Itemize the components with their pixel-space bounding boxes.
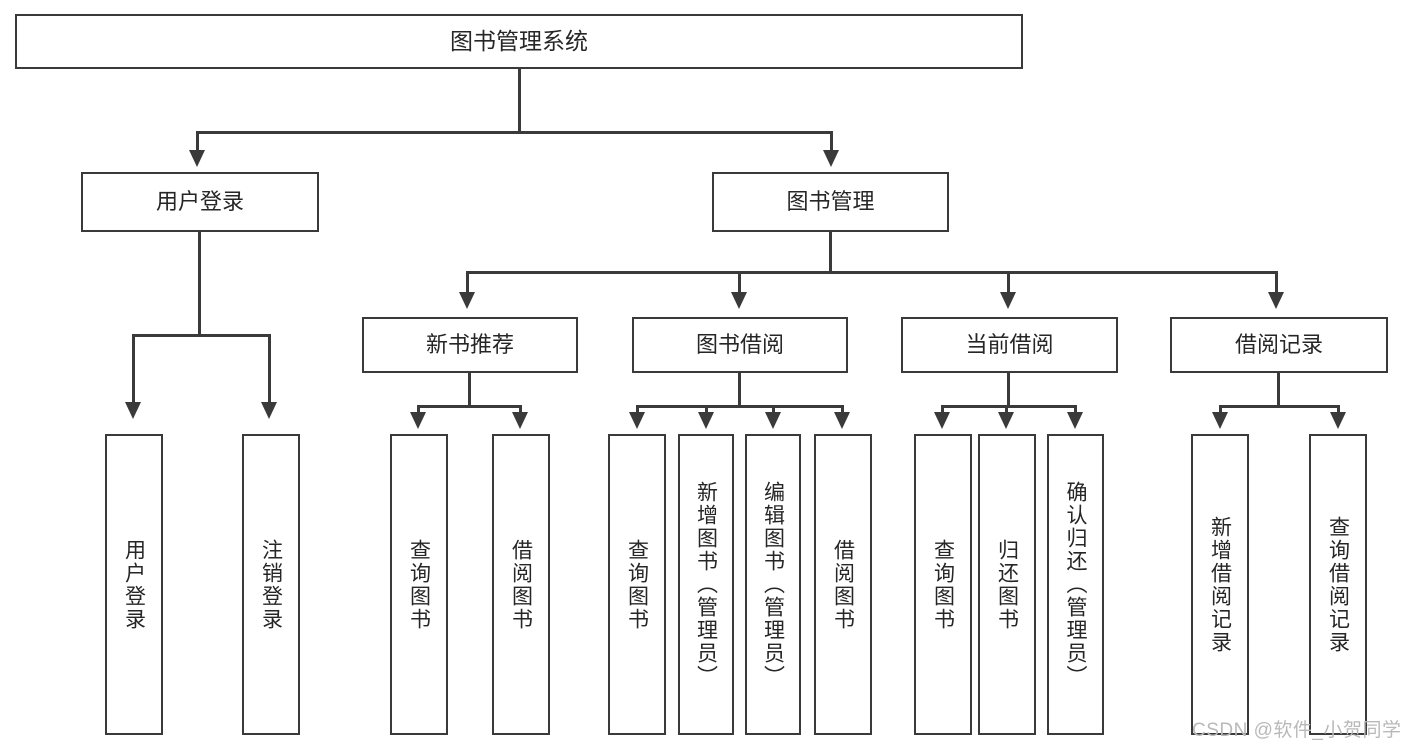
- leaf-label: 查询图书: [625, 538, 649, 631]
- arrowhead-to-borrow-record: [1268, 292, 1284, 309]
- connector-user-login-stem: [198, 232, 201, 336]
- arrowhead-book-borrow-leaf-3: [765, 412, 781, 429]
- arrowhead-root-to-book-mgmt: [823, 150, 839, 167]
- leaf-label: 用户登录: [122, 538, 146, 631]
- arrowhead-to-book-borrow: [731, 292, 747, 309]
- arrowhead-new-book-leaf-2: [512, 412, 528, 429]
- connector-borrow-record-bar: [1219, 405, 1340, 408]
- leaf-new-book-query[interactable]: 查询图书: [390, 434, 448, 735]
- connector-book-mgmt-bar: [466, 271, 1278, 274]
- node-book-management[interactable]: 图书管理: [712, 172, 949, 232]
- arrowhead-user-login-leaf-1: [125, 402, 141, 419]
- arrowhead-current-borrow-leaf-1: [934, 412, 950, 429]
- node-label: 图书管理系统: [450, 28, 588, 55]
- node-book-borrow[interactable]: 图书借阅: [632, 317, 848, 373]
- arrowhead-new-book-leaf-1: [410, 412, 426, 429]
- connector-new-book-drop-2: [519, 405, 522, 415]
- node-label: 借阅记录: [1234, 332, 1323, 358]
- connector-book-borrow-drop-4: [841, 405, 844, 415]
- connector-root-bar: [196, 131, 833, 134]
- arrowhead-current-borrow-leaf-2: [998, 412, 1014, 429]
- leaf-book-borrow-query[interactable]: 查询图书: [608, 434, 666, 735]
- node-label: 用户登录: [155, 189, 244, 215]
- connector-book-borrow-bar: [636, 405, 844, 408]
- watermark-csdn: CSDN @软件_小贺同学: [1192, 720, 1402, 741]
- connector-current-borrow-drop-2: [1005, 405, 1008, 415]
- leaf-label: 借阅图书: [831, 538, 855, 631]
- node-new-book-recommend[interactable]: 新书推荐: [362, 317, 578, 373]
- connector-new-book-drop-1: [417, 405, 420, 415]
- node-label: 当前借阅: [965, 332, 1054, 358]
- connector-book-mgmt-drop-3: [1007, 271, 1010, 296]
- connector-book-mgmt-drop-2: [738, 271, 741, 296]
- leaf-current-borrow-confirm-admin[interactable]: 确认归还（管理员）: [1047, 434, 1104, 735]
- leaf-label: 归还图书: [995, 538, 1019, 631]
- connector-current-borrow-stem: [1007, 373, 1010, 408]
- connector-book-mgmt-drop-1: [466, 271, 469, 296]
- connector-current-borrow-drop-1: [941, 405, 944, 415]
- leaf-user-login-login[interactable]: 用户登录: [105, 434, 163, 735]
- arrowhead-borrow-record-leaf-1: [1212, 412, 1228, 429]
- connector-borrow-record-drop-1: [1219, 405, 1222, 415]
- node-label: 图书借阅: [695, 332, 784, 358]
- arrowhead-borrow-record-leaf-2: [1330, 412, 1346, 429]
- leaf-book-borrow-add-admin[interactable]: 新增图书（管理员）: [678, 434, 734, 735]
- connector-user-login-drop-2: [268, 334, 271, 406]
- connector-borrow-record-stem: [1277, 373, 1280, 408]
- leaf-current-borrow-query[interactable]: 查询图书: [914, 434, 972, 735]
- connector-user-login-drop-1: [132, 334, 135, 406]
- node-current-borrow[interactable]: 当前借阅: [901, 317, 1118, 373]
- leaf-label: 编辑图书（管理员）: [761, 481, 785, 688]
- node-borrow-record[interactable]: 借阅记录: [1170, 317, 1388, 373]
- node-label: 图书管理: [786, 189, 875, 215]
- connector-new-book-bar: [417, 405, 522, 408]
- leaf-label: 查询借阅记录: [1326, 515, 1350, 654]
- connector-borrow-record-drop-2: [1337, 405, 1340, 415]
- leaf-book-borrow-borrow[interactable]: 借阅图书: [814, 434, 872, 735]
- connector-book-borrow-stem: [738, 373, 741, 408]
- leaf-label: 注销登录: [259, 538, 283, 631]
- connector-book-borrow-drop-3: [772, 405, 775, 415]
- leaf-label: 确认归还（管理员）: [1064, 481, 1087, 688]
- leaf-label: 查询图书: [407, 538, 431, 631]
- leaf-label: 新增借阅记录: [1208, 515, 1232, 654]
- arrowhead-user-login-leaf-2: [261, 402, 277, 419]
- leaf-label: 查询图书: [931, 538, 955, 631]
- connector-book-borrow-drop-1: [636, 405, 639, 415]
- connector-book-mgmt-stem: [829, 232, 832, 273]
- arrowhead-current-borrow-leaf-3: [1067, 412, 1083, 429]
- connector-current-borrow-bar: [941, 405, 1077, 408]
- leaf-user-login-logout[interactable]: 注销登录: [242, 434, 300, 735]
- connector-book-mgmt-drop-4: [1275, 271, 1278, 296]
- leaf-label: 新增图书（管理员）: [694, 481, 718, 688]
- leaf-book-borrow-edit-admin[interactable]: 编辑图书（管理员）: [745, 434, 801, 735]
- arrowhead-book-borrow-leaf-1: [629, 412, 645, 429]
- arrowhead-to-current-borrow: [1000, 292, 1016, 309]
- node-label: 新书推荐: [425, 332, 514, 358]
- leaf-borrow-record-query[interactable]: 查询借阅记录: [1309, 434, 1367, 735]
- connector-root-to-book-mgmt: [830, 131, 833, 155]
- arrowhead-book-borrow-leaf-4: [834, 412, 850, 429]
- leaf-label: 借阅图书: [509, 538, 533, 631]
- connector-user-login-bar: [132, 334, 270, 337]
- connector-new-book-stem: [468, 373, 471, 408]
- node-user-login[interactable]: 用户登录: [81, 172, 319, 232]
- arrowhead-to-new-book-recommend: [459, 292, 475, 309]
- leaf-new-book-borrow[interactable]: 借阅图书: [492, 434, 550, 735]
- node-root-system[interactable]: 图书管理系统: [15, 14, 1023, 69]
- leaf-current-borrow-return[interactable]: 归还图书: [978, 434, 1036, 735]
- arrowhead-book-borrow-leaf-2: [698, 412, 714, 429]
- leaf-borrow-record-add[interactable]: 新增借阅记录: [1191, 434, 1249, 735]
- connector-root-stem: [518, 69, 521, 133]
- connector-book-borrow-drop-2: [705, 405, 708, 415]
- connector-root-to-user-login: [196, 131, 199, 155]
- connector-current-borrow-drop-3: [1074, 405, 1077, 415]
- arrowhead-root-to-user-login: [189, 150, 205, 167]
